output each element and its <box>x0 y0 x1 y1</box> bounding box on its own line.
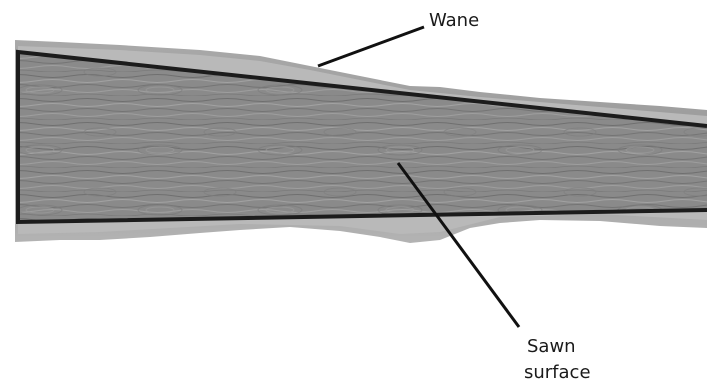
wane-label: Wane <box>429 10 479 31</box>
sawn-surface-label-line1: Sawn <box>527 336 576 357</box>
sawn-surface-label-line2: surface <box>524 362 591 383</box>
wane-leader-line <box>318 27 424 66</box>
